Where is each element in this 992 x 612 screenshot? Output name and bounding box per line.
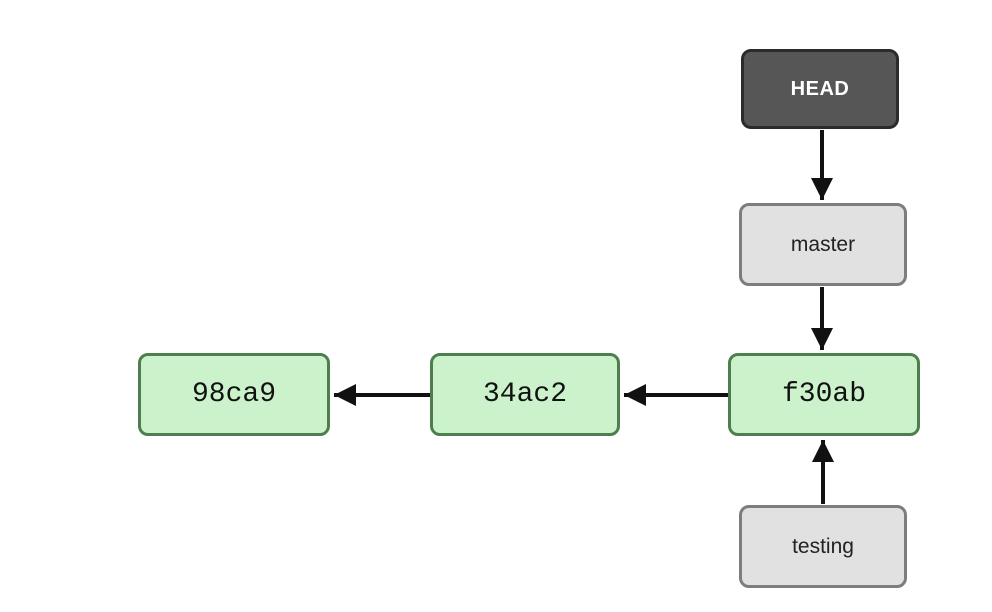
commit-box-98ca9: 98ca9	[138, 353, 330, 436]
commit-label-f30ab: f30ab	[781, 379, 866, 410]
commit-label-98ca9: 98ca9	[191, 379, 276, 410]
commit-box-f30ab: f30ab	[728, 353, 920, 436]
commit-label-34ac2: 34ac2	[482, 379, 567, 410]
branch-label-master: master	[790, 232, 856, 256]
branch-box-master: master	[739, 203, 907, 286]
branch-box-testing: testing	[739, 505, 907, 588]
head-label: HEAD	[790, 77, 850, 100]
commit-box-34ac2: 34ac2	[430, 353, 620, 436]
head-box: HEAD	[741, 49, 899, 129]
branch-label-testing: testing	[792, 534, 854, 558]
